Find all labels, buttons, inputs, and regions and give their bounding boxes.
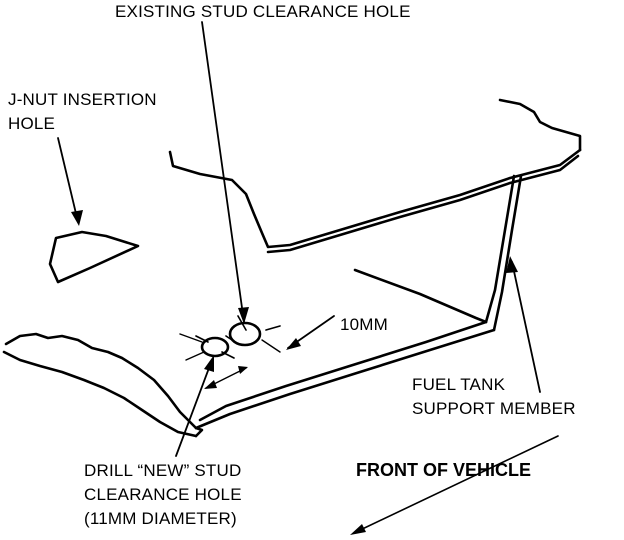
existing-hole-label: EXISTING STUD CLEARANCE HOLE	[115, 3, 411, 20]
floor-plate-torn-edge	[4, 332, 198, 430]
floor-plate-lip	[198, 320, 488, 422]
fuel-tank-label-line-1: FUEL TANK	[412, 375, 506, 394]
drill-label-line-1: DRILL “NEW” STUD	[84, 461, 242, 480]
drill-leader	[175, 359, 213, 457]
jnut-label-line-2: HOLE	[8, 114, 56, 133]
dimension-arrow-left	[204, 380, 217, 389]
existing-hole	[228, 321, 262, 347]
support-member-left-edge	[484, 174, 516, 324]
fuel-tank-arrowhead	[506, 256, 518, 273]
drill-arrowhead	[204, 355, 214, 372]
jnut-leader	[57, 137, 79, 223]
front-arrowhead	[350, 524, 366, 535]
existing-hole-label-text: EXISTING STUD CLEARANCE HOLE	[115, 2, 411, 21]
upper-panel-outline	[168, 148, 582, 249]
jnut-label: J-NUT INSERTION HOLE	[8, 88, 157, 136]
upper-panel-inner-edge	[266, 154, 580, 254]
front-of-vehicle-label: FRONT OF VEHICLE	[356, 461, 531, 479]
front-arrow-shaft	[355, 435, 559, 533]
new-hole	[200, 336, 230, 358]
jnut-panel-outline	[48, 230, 140, 284]
existing-hole-arrowhead	[238, 307, 249, 324]
support-member-right-edge	[492, 174, 523, 332]
fuel-tank-leader	[511, 261, 541, 393]
dimension-arrowhead	[286, 338, 301, 350]
jnut-label-line-1: J-NUT INSERTION	[8, 90, 157, 109]
drill-label-line-3: (11MM DIAMETER)	[84, 509, 237, 528]
dimension-arrow-right	[238, 366, 248, 374]
floor-plate-corner	[194, 426, 204, 438]
upper-panel-torn-edge	[498, 98, 582, 152]
jnut-arrowhead	[71, 210, 83, 226]
floor-plate-back-edge	[353, 268, 488, 324]
floor-plate-front-edge	[194, 328, 496, 430]
dimension-extension-lines	[179, 333, 281, 389]
drill-label-line-2: CLEARANCE HOLE	[84, 485, 242, 504]
hole-centre-marks	[195, 315, 281, 359]
fuel-tank-label-line-2: SUPPORT MEMBER	[412, 399, 576, 418]
floor-plate-lower-edge	[2, 350, 198, 438]
front-of-vehicle-label-text: FRONT OF VEHICLE	[356, 460, 531, 480]
dimension-label: 10MM	[340, 316, 388, 333]
dimension-label-text: 10MM	[340, 315, 389, 334]
existing-hole-leader	[201, 21, 245, 323]
drill-label: DRILL “NEW” STUD CLEARANCE HOLE (11MM DI…	[84, 459, 242, 531]
fuel-tank-label: FUEL TANK SUPPORT MEMBER	[412, 373, 576, 421]
